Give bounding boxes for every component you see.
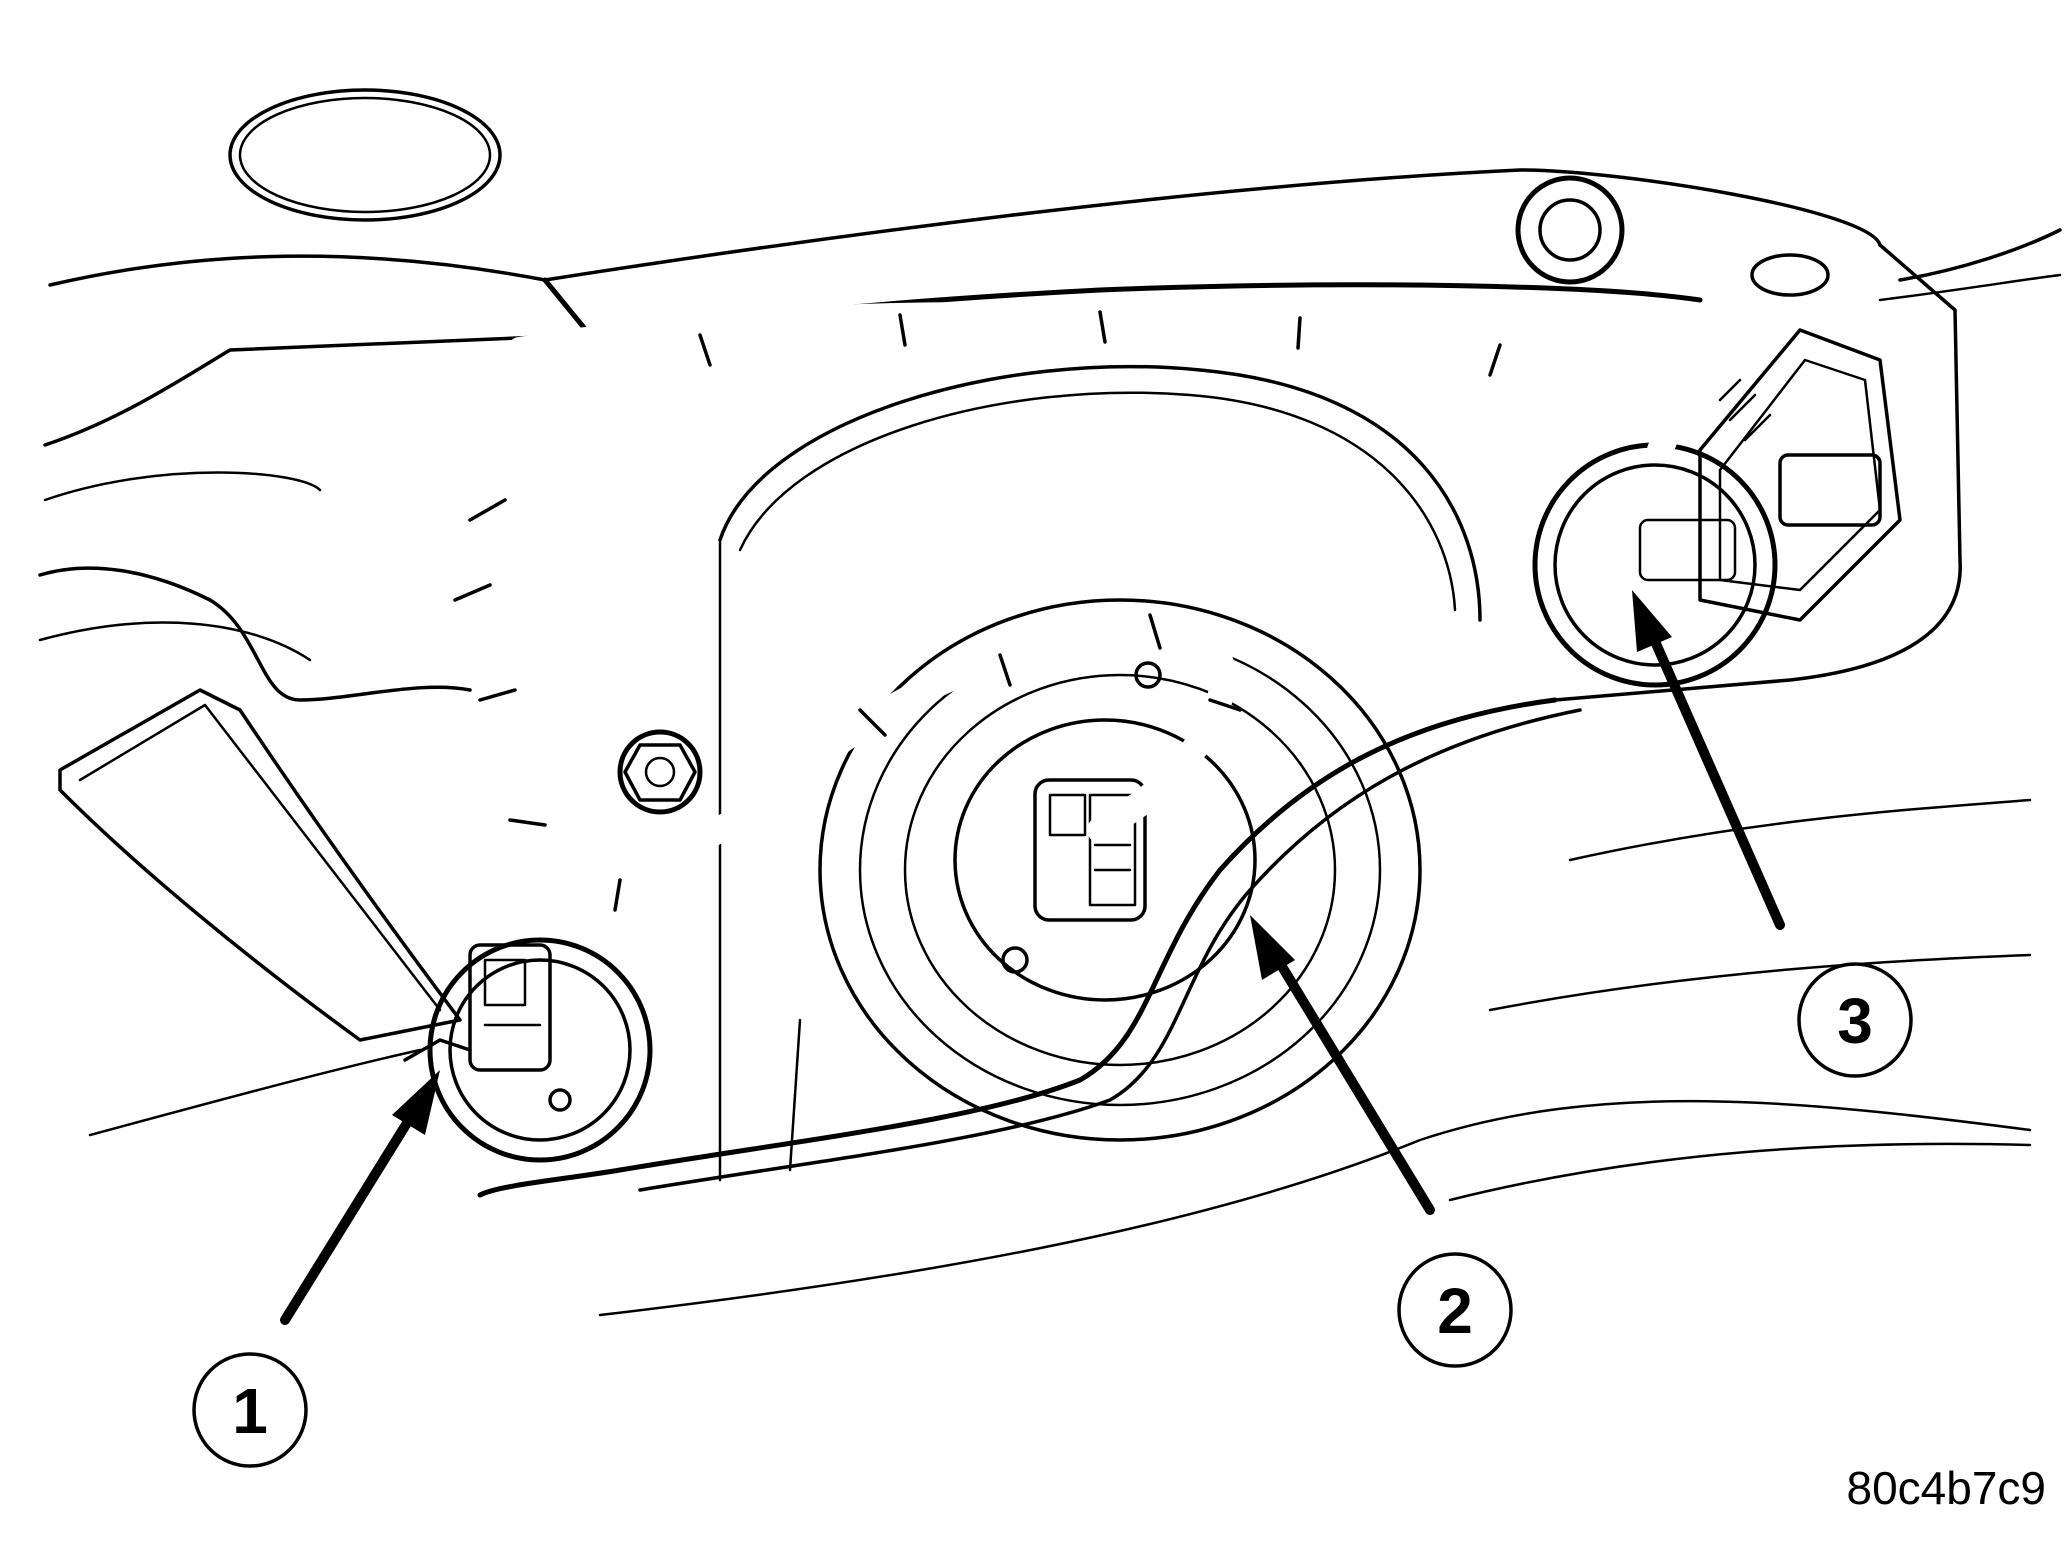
callout-circle-2: [1397, 1252, 1513, 1368]
headlamp-housing: [617, 175, 1830, 1182]
callout-circle-3: [1797, 962, 1913, 1078]
callout-2: 2: [1397, 1252, 1513, 1368]
turn-signal-bulb-assembly: [1532, 328, 1902, 688]
callout-3: 3: [1797, 962, 1913, 1078]
leader-arrowhead-2: [1250, 915, 1295, 980]
callout-1: 1: [192, 1352, 308, 1468]
leader-arrow-3: [1645, 625, 1785, 930]
callout-circle-1: [192, 1352, 308, 1468]
leader-arrow-2: [1270, 950, 1435, 1215]
leader-arrow-1: [280, 1105, 420, 1325]
park-lamp-bulb-assembly: [403, 937, 653, 1163]
leader-arrowhead-1: [392, 1070, 440, 1135]
body-outline: [38, 88, 2062, 1317]
leader-arrowhead-3: [1632, 590, 1672, 652]
wiring-harness: [437, 302, 1687, 963]
callout-number-1: 1: [232, 1375, 268, 1447]
figure-id: 80c4b7c9: [1846, 1462, 2047, 1514]
callout-number-2: 2: [1437, 1275, 1473, 1347]
callout-leaders: [280, 590, 1785, 1325]
callout-number-3: 3: [1837, 985, 1873, 1057]
